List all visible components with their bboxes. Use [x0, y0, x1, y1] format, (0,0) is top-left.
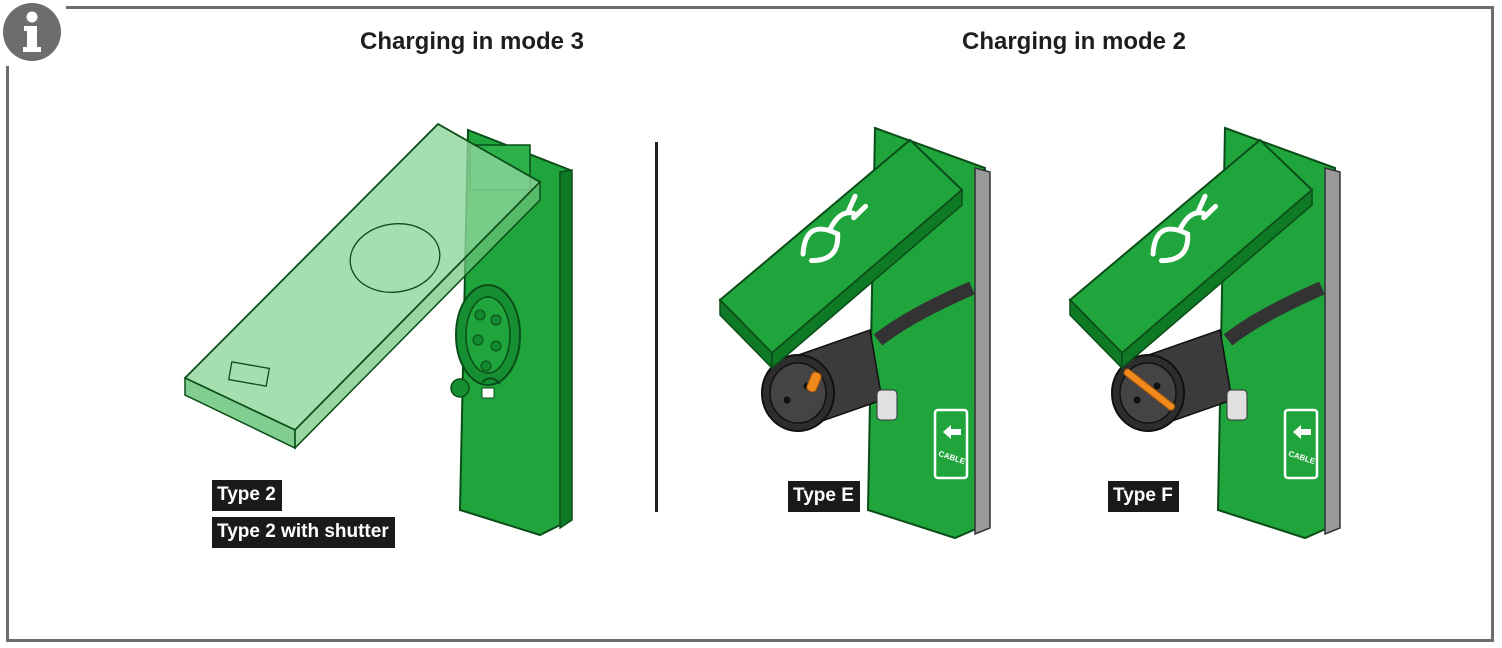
- ev-plug-logo-icon: [1150, 193, 1219, 264]
- section-divider: [655, 142, 658, 512]
- section-title-mode3: Charging in mode 3: [360, 28, 585, 55]
- label-typeF: Type F: [1108, 481, 1179, 512]
- typeE-wallbox-illustration: CABLE: [718, 126, 991, 540]
- typeE-earth-pin: [806, 371, 822, 393]
- info-badge: [0, 0, 66, 66]
- label-type2: Type 2: [212, 480, 282, 511]
- diagram-frame: [6, 6, 1494, 642]
- info-icon: [3, 3, 61, 61]
- ev-plug-logo-icon: [800, 193, 869, 264]
- typeF-wallbox-illustration: CABLE: [1068, 126, 1341, 540]
- typeF-earth-clip: [1123, 368, 1176, 411]
- label-type2-shutter: Type 2 with shutter: [212, 517, 395, 548]
- section-title-mode2: Charging in mode 2: [962, 28, 1187, 55]
- mode3-wallbox-illustration: [183, 122, 573, 537]
- label-typeE: Type E: [788, 481, 860, 512]
